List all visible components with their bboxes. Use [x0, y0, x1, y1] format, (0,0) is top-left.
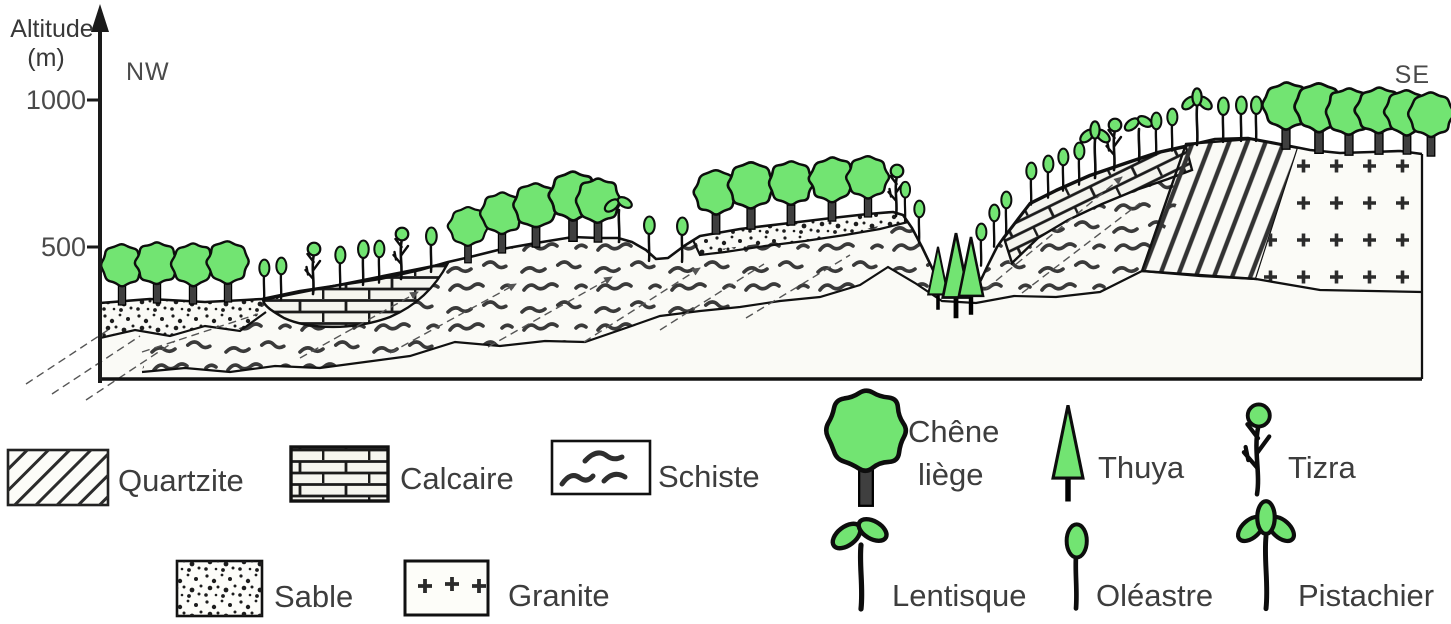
tree-chene — [726, 161, 776, 230]
tree-oleastre — [334, 245, 347, 290]
axis-title-line1: Altitude — [10, 15, 93, 43]
sable-band-left-bottom — [99, 311, 267, 340]
tree-chene — [1406, 91, 1451, 157]
granite-swatch-plus — [418, 577, 486, 593]
quartzite-swatch-hatch — [8, 450, 108, 505]
tree-tizra — [304, 241, 322, 296]
schiste-swatch-squiggles — [559, 450, 628, 487]
dip-line — [745, 254, 851, 319]
terrain — [25, 136, 1424, 401]
tree-tizra — [1105, 117, 1123, 172]
legend-rocks: Quartzite Calcaire Schiste Sable Granite — [6, 439, 760, 618]
tree-chene — [807, 156, 857, 222]
dip-line — [487, 276, 613, 348]
tree-lentisque — [1123, 115, 1153, 163]
tree-oleastre — [1235, 95, 1248, 143]
legend-label-sable: Sable — [274, 579, 353, 614]
dip-line — [659, 263, 765, 331]
dip-lines — [25, 176, 1141, 401]
legend-label-schiste: Schiste — [658, 459, 760, 494]
tree-oleastre — [913, 199, 926, 244]
tree-oleastre — [1166, 107, 1179, 152]
vegetation — [99, 81, 1451, 319]
tree-oleastre — [1150, 111, 1163, 156]
tick-500-label: 500 — [41, 232, 86, 262]
dip-line — [141, 313, 259, 353]
tree-oleastre — [357, 239, 370, 287]
tree-chene — [99, 243, 146, 306]
tree-oleastre — [1057, 147, 1070, 192]
tree-oleastre — [975, 222, 988, 267]
tree-oleastre — [1042, 154, 1055, 199]
tree-oleastre — [275, 256, 288, 301]
legend-label-tizra: Tizra — [1288, 450, 1356, 485]
tree-chene — [133, 241, 180, 304]
tree-oleastre — [899, 180, 912, 223]
tree-tizra — [887, 163, 905, 218]
dip-line — [299, 291, 419, 359]
sable-band-plateau — [693, 212, 908, 255]
legend-label-calcaire: Calcaire — [400, 461, 514, 496]
tree-tizra — [392, 226, 410, 281]
tree-pistachier — [1181, 87, 1213, 147]
legend-plants-labels: Chêne liège Thuya Tizra Lentisque Oléast… — [892, 414, 1434, 613]
schiste-swatch — [550, 439, 652, 496]
tick-1000-label: 1000 — [26, 85, 86, 115]
legend-icon-chene — [823, 388, 909, 507]
tree-oleastre — [643, 215, 656, 263]
granite-pattern — [1256, 148, 1422, 292]
tree-oleastre — [425, 226, 438, 274]
direction-se-label: SE — [1395, 61, 1430, 89]
tree-pistachier — [1079, 120, 1111, 180]
granite-bottom-line — [1141, 269, 1423, 294]
dip-line — [85, 340, 176, 401]
tree-chene — [767, 160, 816, 226]
tree-oleastre — [676, 216, 689, 264]
tree-oleastre — [373, 239, 386, 284]
tree-chene — [845, 155, 891, 218]
legend-icon-thuya — [1051, 404, 1085, 502]
tree-thuya — [926, 246, 950, 310]
tree-oleastre — [1217, 96, 1230, 144]
legend-icon-oleastre — [1064, 522, 1089, 611]
tree-oleastre — [988, 203, 1001, 248]
tree-chene — [205, 240, 250, 303]
schiste-zone — [142, 171, 1190, 372]
tree-thuya — [957, 236, 985, 315]
tree-chene — [169, 242, 216, 305]
tree-lentisque — [603, 196, 633, 244]
dip-line — [985, 176, 1123, 290]
tree-oleastre — [258, 258, 271, 303]
granite-swatch — [403, 559, 490, 617]
dip-line — [389, 283, 517, 354]
dip-line — [25, 329, 109, 385]
direction-nw-label: NW — [126, 58, 170, 86]
axis-title-line2: (m) — [27, 44, 64, 72]
sable-band-plateau-bottom — [692, 220, 909, 257]
legend-icon-tizra — [1241, 402, 1272, 497]
dip-line — [583, 267, 701, 343]
legend-label-lentisque: Lentisque — [892, 578, 1026, 613]
dip-line — [51, 335, 141, 395]
legend-icon-pistachier — [1235, 499, 1297, 612]
legend-plants-icons — [823, 388, 1297, 612]
legend-label-oleastre: Oléastre — [1096, 578, 1213, 613]
axis-arrow — [91, 4, 109, 32]
legend-icon-lentisque — [830, 517, 889, 612]
sable-swatch-dots — [177, 561, 262, 616]
legend-label-pistachier: Pistachier — [1298, 578, 1434, 613]
tree-oleastre — [1250, 95, 1263, 143]
altitude-axis: Altitude (m) 1000 500 NW SE — [10, 4, 1430, 383]
legend-label-thuya: Thuya — [1098, 450, 1185, 485]
calcaire-swatch — [289, 445, 390, 503]
legend-label-granite: Granite — [508, 578, 610, 613]
tree-oleastre — [1025, 161, 1038, 206]
dip-line — [1021, 202, 1141, 294]
legend-label-chene-line2: liège — [918, 457, 984, 492]
tree-oleastre — [1073, 141, 1086, 186]
legend-label-chene-line1: Chêne — [908, 414, 999, 449]
tree-oleastre — [1000, 190, 1013, 235]
legend-label-quartzite: Quartzite — [118, 463, 244, 498]
